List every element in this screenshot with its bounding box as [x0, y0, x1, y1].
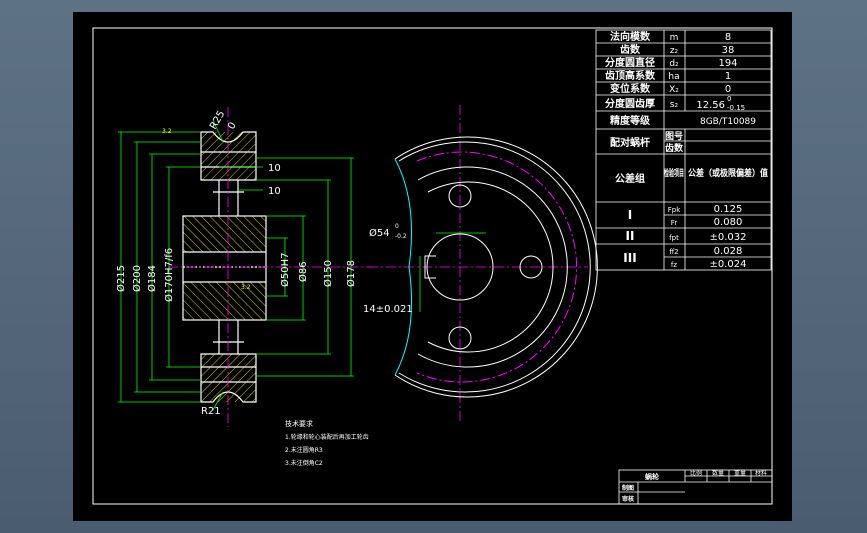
param-value-2: 194 — [718, 58, 737, 69]
sheet-border — [92, 27, 773, 505]
radius-top-2: 0 — [226, 120, 239, 131]
title-header-1: 数量 — [712, 469, 724, 477]
dia-170: Ø170H7/f6 — [163, 248, 175, 302]
dim-10-b: 10 — [268, 186, 281, 197]
group1-value-0: ±0.032 — [709, 232, 746, 243]
dia-178: Ø178 — [345, 260, 357, 287]
tol-value-label: 公差（或极限偏差）值 — [688, 167, 768, 179]
mating-sub1: 图号 — [665, 131, 683, 142]
param-label-1: 齿数 — [620, 43, 641, 56]
drawing-sheet: 法向模数 m 8 齿数 z₂ 38 分度圆直径 d₂ 194 齿顶高系数 ha … — [73, 12, 792, 521]
notes-title: 技术要求 — [285, 419, 313, 428]
dia-200: Ø200 — [131, 265, 143, 292]
group0-value-0: 0.125 — [714, 204, 743, 215]
param-label-6: 精度等级 — [610, 114, 651, 127]
tol-group-label: 公差组 — [615, 172, 645, 185]
title-header-0: 比例 — [690, 469, 702, 477]
param-label-2: 分度圆直径 — [605, 56, 655, 69]
param-label-5: 分度圆齿厚 — [605, 97, 655, 110]
mating-worm-label: 配对蜗杆 — [610, 136, 650, 149]
bore-tol-lower: -0.2 — [395, 233, 407, 240]
dia-50: Ø50H7 — [279, 253, 291, 287]
thickness-tol-lower: -0.15 — [727, 104, 745, 112]
param-value-1: 38 — [722, 45, 735, 56]
dia-86: Ø86 — [297, 261, 309, 282]
bore-dia: Ø54 — [369, 227, 390, 239]
section-view: Ø215 Ø200 Ø184 Ø170H7/f6 Ø50H7 Ø86 Ø150 … — [115, 107, 373, 427]
title-check: 审核 — [622, 495, 634, 503]
group0-symbol-1: Fr — [671, 219, 678, 227]
dia-150: Ø150 — [322, 260, 334, 287]
param-value-6: 8GB/T10089 — [700, 117, 756, 127]
param-value-0: 8 — [725, 32, 731, 43]
group-numeral-2: III — [623, 251, 636, 265]
radius-bottom: R21 — [201, 406, 221, 417]
group2-symbol-0: ff2 — [669, 248, 678, 256]
bore-tol-upper: 0 — [395, 223, 399, 230]
title-header-3: 材料 — [755, 469, 767, 477]
finish-mark-2: 3.2 — [241, 284, 251, 291]
mating-sub2: 齿数 — [665, 142, 684, 154]
title-block — [618, 469, 773, 505]
check-item-label: 检验项目 — [664, 167, 684, 179]
parameter-table — [595, 29, 772, 271]
group2-value-1: ±0.024 — [709, 259, 746, 270]
radius-top: R25 — [208, 109, 227, 132]
notes-line-0: 1.轮缘和轮心装配后再加工轮齿 — [285, 433, 369, 441]
title-name: 蜗轮 — [645, 472, 659, 481]
group0-value-1: 0.080 — [714, 217, 743, 228]
param-symbol-4: X₂ — [669, 85, 679, 95]
title-block-text: 蜗轮 比例 数量 重量 材料 制图 审核 — [622, 469, 767, 503]
cad-drawing: 法向模数 m 8 齿数 z₂ 38 分度圆直径 d₂ 194 齿顶高系数 ha … — [92, 27, 773, 505]
param-label-0: 法向模数 — [610, 30, 651, 43]
param-symbol-3: ha — [668, 72, 679, 82]
dim-10-a: 10 — [268, 163, 281, 174]
notes-line-2: 3.未注倒角C2 — [285, 459, 323, 467]
param-symbol-5: s₂ — [670, 100, 679, 110]
thickness-tol-upper: 0 — [727, 95, 731, 103]
param-value-4: 0 — [725, 84, 731, 95]
title-header-2: 重量 — [734, 469, 746, 477]
group0-symbol-0: Fpk — [668, 206, 681, 214]
param-value-5: 12.56 — [696, 100, 725, 111]
param-label-4: 变位系数 — [610, 82, 651, 95]
parameter-table-text: 法向模数 m 8 齿数 z₂ 38 分度圆直径 d₂ 194 齿顶高系数 ha … — [605, 30, 768, 270]
key-width-dim: 14±0.021 — [363, 304, 413, 315]
group2-symbol-1: fz — [671, 261, 677, 269]
notes-line-1: 2.未注圆角R3 — [285, 446, 323, 454]
param-value-3: 1 — [725, 71, 731, 82]
group-numeral-0: I — [628, 208, 632, 222]
group-numeral-1: II — [626, 229, 635, 243]
title-design: 制图 — [622, 484, 634, 492]
technical-notes: 技术要求 1.轮缘和轮心装配后再加工轮齿 2.未注圆角R3 3.未注倒角C2 — [285, 419, 369, 467]
finish-mark-1: 3.2 — [162, 128, 172, 135]
param-label-3: 齿顶高系数 — [605, 69, 656, 82]
dia-215: Ø215 — [115, 265, 127, 292]
param-symbol-2: d₂ — [669, 59, 679, 69]
group1-symbol-0: fpt — [669, 234, 679, 242]
dia-184: Ø184 — [146, 265, 158, 292]
param-symbol-1: z₂ — [670, 46, 679, 56]
param-symbol-0: m — [670, 33, 679, 43]
end-view: Ø54 0 -0.2 14±0.021 — [363, 105, 598, 424]
group2-value-0: 0.028 — [714, 246, 743, 257]
